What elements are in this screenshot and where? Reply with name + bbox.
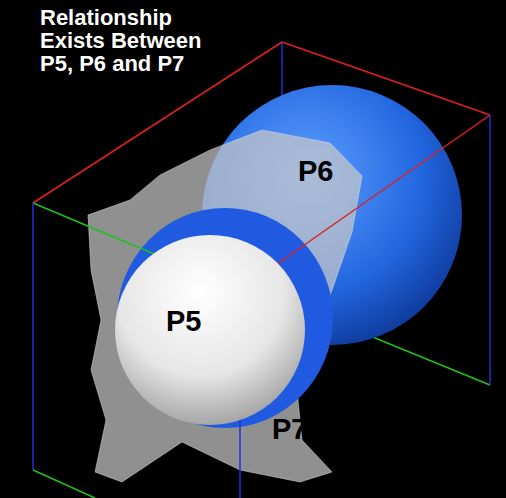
box-edge bbox=[489, 115, 491, 385]
part-label: P5 bbox=[166, 306, 201, 336]
box-front-edges bbox=[33, 42, 490, 498]
title: Relationship Exists Between P5, P6 and P… bbox=[40, 6, 230, 75]
part-label: P6 bbox=[298, 156, 333, 186]
surface-p7 bbox=[88, 130, 362, 482]
box-edge bbox=[33, 470, 95, 498]
box-edge bbox=[32, 203, 34, 470]
sphere-p5 bbox=[115, 235, 305, 425]
part-label: P7 bbox=[272, 414, 307, 444]
